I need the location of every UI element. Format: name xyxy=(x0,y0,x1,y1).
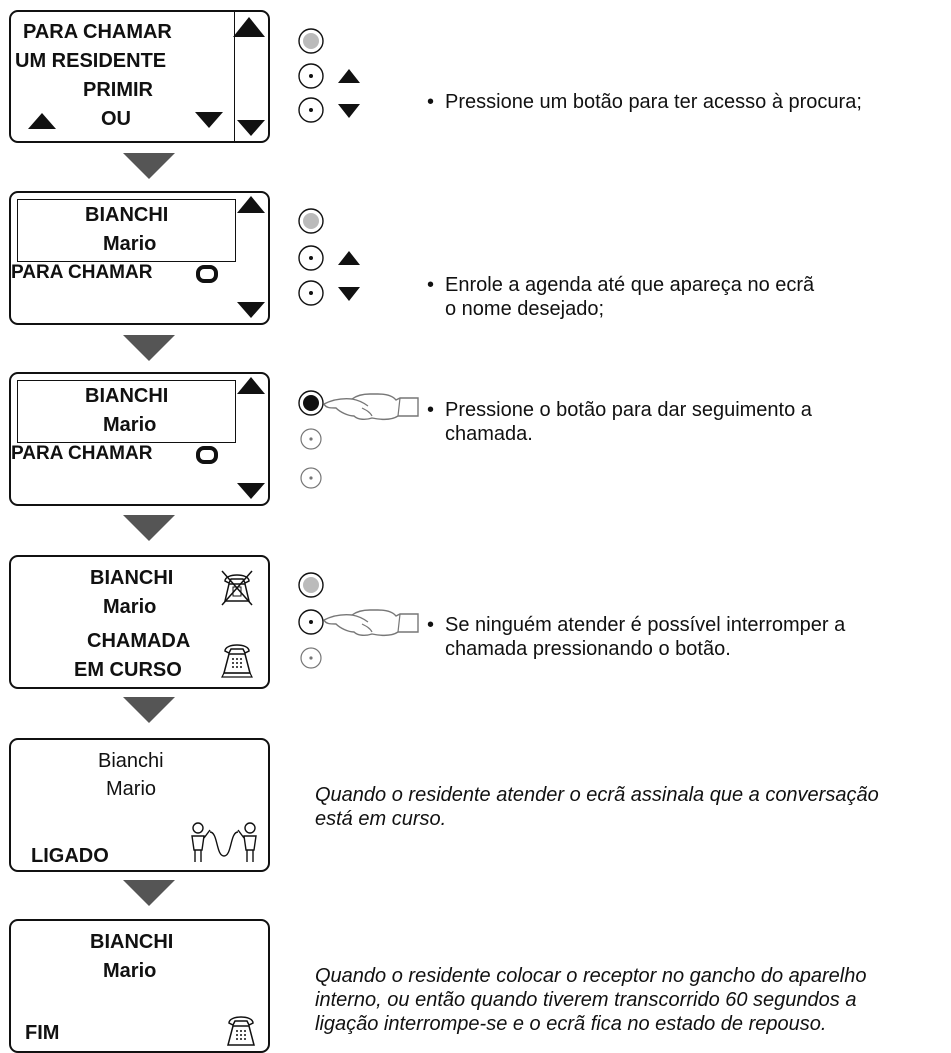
triangle-up-icon xyxy=(237,377,265,394)
instruction-3: • Pressione o botão para dar seguimento a… xyxy=(427,398,812,446)
instruction-text: Enrole a agenda até que apareça no ecrã xyxy=(445,274,815,296)
step-arrow-down-icon xyxy=(123,515,175,541)
pointing-hand-icon xyxy=(323,609,419,637)
button-inactive-top xyxy=(298,572,324,598)
display-name-frame xyxy=(17,199,236,262)
display-status: EM CURSO xyxy=(74,659,182,681)
display-line: OU xyxy=(101,108,131,130)
button-down[interactable] xyxy=(297,279,325,307)
bullet: • xyxy=(427,614,435,636)
button-up[interactable] xyxy=(299,427,323,451)
instruction-text: Se ninguém atender é possível interrompe… xyxy=(445,614,846,636)
pointing-hand-icon xyxy=(323,393,419,421)
display-first-name: Mario xyxy=(103,414,157,436)
button-down[interactable] xyxy=(297,96,325,124)
display-name: BIANCHI xyxy=(85,385,169,407)
bullet: • xyxy=(427,399,435,421)
display-name: BIANCHI xyxy=(85,204,169,226)
note-text: Quando o residente atender o ecrã assina… xyxy=(315,784,879,806)
display-screen-1: PARA CHAMAR UM RESIDENTE PRIMIR OU xyxy=(9,10,270,143)
note-6: Quando o residente colocar o receptor no… xyxy=(315,964,867,1036)
button-up[interactable] xyxy=(297,62,325,90)
button-stop[interactable] xyxy=(297,608,325,636)
ring-icon xyxy=(196,446,218,464)
triangle-down-icon xyxy=(195,112,223,128)
display-screen-6: BIANCHI Mario FIM xyxy=(9,919,270,1053)
instruction-4: • Se ninguém atender é possível interromp… xyxy=(427,613,845,661)
display-name: BIANCHI xyxy=(90,567,174,589)
triangle-down-icon xyxy=(237,302,265,318)
display-screen-5: Bianchi Mario LIGADO xyxy=(9,738,270,872)
display-screen-2: BIANCHI Mario PARA CHAMAR xyxy=(9,191,270,325)
instruction-text: o nome desejado; xyxy=(445,298,605,320)
triangle-up-icon xyxy=(233,17,265,37)
note-text: está em curso. xyxy=(315,808,447,830)
triangle-down-icon xyxy=(237,120,265,136)
display-action: PARA CHAMAR xyxy=(11,262,153,283)
display-line: UM RESIDENTE xyxy=(15,50,167,72)
note-text: ligação interrompe-se e o ecrã fica no e… xyxy=(315,1013,827,1035)
step-arrow-down-icon xyxy=(123,880,175,906)
display-line: PARA CHAMAR xyxy=(23,21,172,43)
telephone-crossed-icon xyxy=(221,570,253,606)
telephone-icon xyxy=(227,1016,255,1046)
note-text: interno, ou então quando tiverem transco… xyxy=(315,989,857,1011)
display-first-name: Mario xyxy=(103,960,157,982)
display-name: Bianchi xyxy=(98,750,164,772)
step-arrow-down-icon xyxy=(123,335,175,361)
display-name-frame xyxy=(17,380,236,443)
triangle-down-icon xyxy=(237,483,265,499)
display-status: LIGADO xyxy=(31,845,109,867)
instruction-text: chamada. xyxy=(445,423,533,445)
note-5: Quando o residente atender o ecrã assina… xyxy=(315,783,879,831)
ring-icon xyxy=(196,265,218,283)
display-screen-3: BIANCHI Mario PARA CHAMAR xyxy=(9,372,270,506)
triangle-up-icon xyxy=(338,251,360,265)
triangle-down-icon xyxy=(338,104,360,118)
display-first-name: Mario xyxy=(103,596,157,618)
button-inactive-top xyxy=(298,28,324,54)
display-status: FIM xyxy=(25,1022,60,1044)
triangle-down-icon xyxy=(338,287,360,301)
instruction-text: chamada pressionando o botão. xyxy=(445,638,731,660)
triangle-up-icon xyxy=(338,69,360,83)
display-status: CHAMADA xyxy=(87,630,191,652)
button-inactive-top xyxy=(298,208,324,234)
display-screen-4: BIANCHI Mario CHAMADA EM CURSO xyxy=(9,555,270,689)
display-action: PARA CHAMAR xyxy=(11,443,153,464)
two-people-connected-icon xyxy=(191,822,257,862)
bullet: • xyxy=(427,91,435,113)
button-up[interactable] xyxy=(297,244,325,272)
note-text: Quando o residente colocar o receptor no… xyxy=(315,965,867,987)
triangle-up-icon xyxy=(28,113,56,129)
step-arrow-down-icon xyxy=(123,153,175,179)
step-arrow-down-icon xyxy=(123,697,175,723)
display-line: PRIMIR xyxy=(83,79,153,101)
instruction-1: • Pressione um botão para ter acesso à pr… xyxy=(427,90,862,114)
display-name: BIANCHI xyxy=(90,931,174,953)
display-first-name: Mario xyxy=(106,778,157,800)
instruction-2: • Enrole a agenda até que apareça no ecrã… xyxy=(427,273,814,321)
button-down[interactable] xyxy=(299,646,323,670)
triangle-up-icon xyxy=(237,196,265,213)
display-first-name: Mario xyxy=(103,233,157,255)
instruction-text: Pressione um botão para ter acesso à pro… xyxy=(445,91,862,113)
display-inner-frame xyxy=(11,10,235,143)
instruction-text: Pressione o botão para dar seguimento a xyxy=(445,399,812,421)
telephone-icon xyxy=(221,644,253,678)
button-down[interactable] xyxy=(299,466,323,490)
button-call-pressed[interactable] xyxy=(297,389,325,417)
bullet: • xyxy=(427,274,435,296)
